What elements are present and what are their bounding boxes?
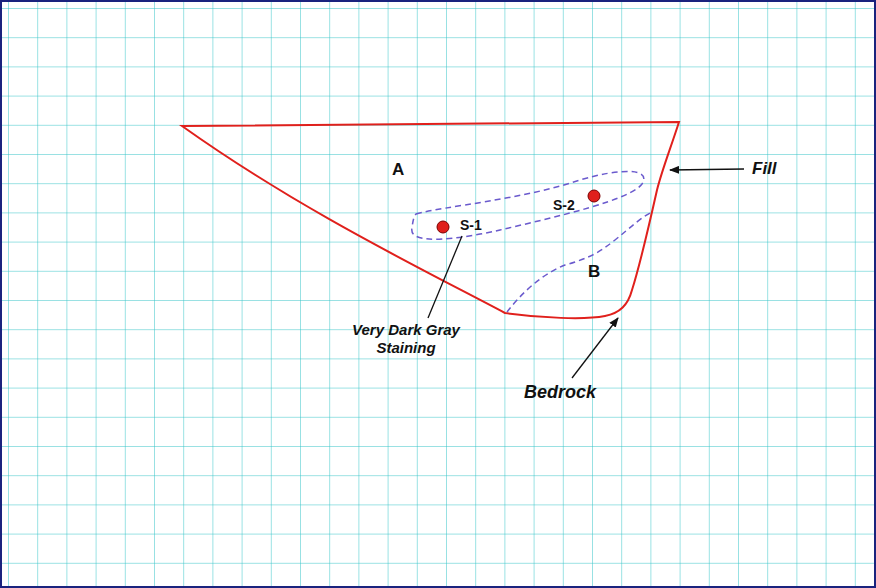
region-label: B — [588, 262, 600, 282]
material-label: Fill — [752, 159, 777, 179]
sample-label: S-2 — [553, 197, 575, 214]
region-label: A — [392, 160, 404, 180]
sample-label: S-1 — [460, 217, 482, 234]
material-label: Bedrock — [524, 382, 596, 404]
note-label: Very Dark Gray Staining — [352, 321, 460, 357]
